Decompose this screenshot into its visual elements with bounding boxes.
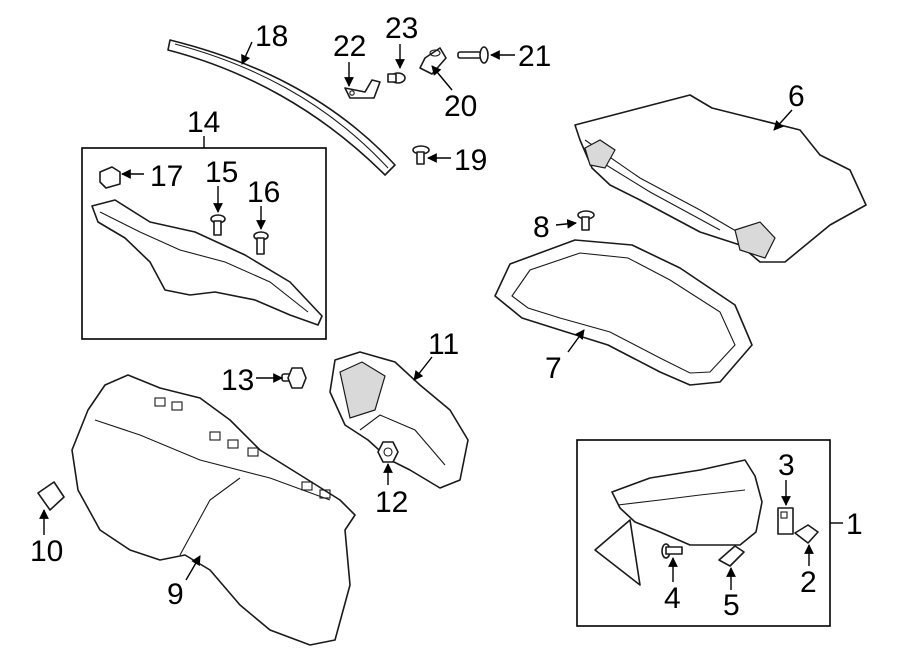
part-21-bolt <box>457 46 489 64</box>
callout-21: 21 <box>518 40 551 73</box>
leader-lines <box>39 41 843 590</box>
leader-9 <box>185 555 201 581</box>
leader-18 <box>241 41 253 65</box>
part-10-cover <box>37 481 65 511</box>
part-22-bracket <box>344 79 381 99</box>
leader-20 <box>431 65 453 91</box>
part-7-trim-frame <box>494 239 753 386</box>
part-4-pin <box>661 543 683 559</box>
part-1-inner-trim <box>594 459 763 586</box>
callout-6: 6 <box>788 80 805 113</box>
callout-22: 22 <box>333 30 366 63</box>
part-15-pin <box>210 214 226 236</box>
callout-9: 9 <box>167 578 184 611</box>
callout-11: 11 <box>428 328 459 361</box>
callout-15: 15 <box>205 156 238 189</box>
callout-13: 13 <box>221 364 254 397</box>
leader-11 <box>413 356 433 381</box>
part-19-pin <box>412 145 430 165</box>
callout-10: 10 <box>30 535 63 568</box>
part-9-trunk-trim <box>71 374 356 646</box>
callout-5: 5 <box>723 589 740 622</box>
part-6-package-tray <box>574 94 867 263</box>
callout-17: 17 <box>150 160 183 193</box>
part-14-trim-panel <box>91 199 323 326</box>
callout-18: 18 <box>255 20 288 53</box>
part-5-clip <box>718 545 745 567</box>
callout-8: 8 <box>533 211 550 244</box>
leader-7 <box>567 329 585 353</box>
callout-1: 1 <box>846 508 863 541</box>
part-20-clip <box>419 47 447 75</box>
callout-16: 16 <box>247 176 280 209</box>
leader-8 <box>555 219 577 229</box>
part-12-nut <box>377 441 399 463</box>
part-3-pad <box>777 507 794 535</box>
callout-19: 19 <box>454 144 487 177</box>
callout-2: 2 <box>800 566 817 599</box>
callout-3: 3 <box>778 449 795 482</box>
callout-12: 12 <box>375 486 408 519</box>
leader-6 <box>773 109 793 131</box>
part-13-bolt <box>281 367 307 389</box>
callout-labels: 18 22 23 21 20 19 14 17 15 16 6 8 7 11 1… <box>30 12 863 622</box>
callout-20: 20 <box>444 90 477 123</box>
part-16-pin <box>253 231 269 255</box>
callout-23: 23 <box>385 12 418 45</box>
part-18-weatherstrip <box>167 39 396 176</box>
part-8-pin <box>577 210 595 231</box>
part-17-clip <box>99 166 121 189</box>
part-11-side-panel <box>329 351 469 489</box>
callout-14: 14 <box>187 106 220 139</box>
part-2-clip <box>794 524 819 544</box>
part-23-pin <box>387 72 406 84</box>
callout-7: 7 <box>545 352 562 385</box>
part-1-kit-box <box>576 439 831 627</box>
callout-4: 4 <box>664 582 681 615</box>
